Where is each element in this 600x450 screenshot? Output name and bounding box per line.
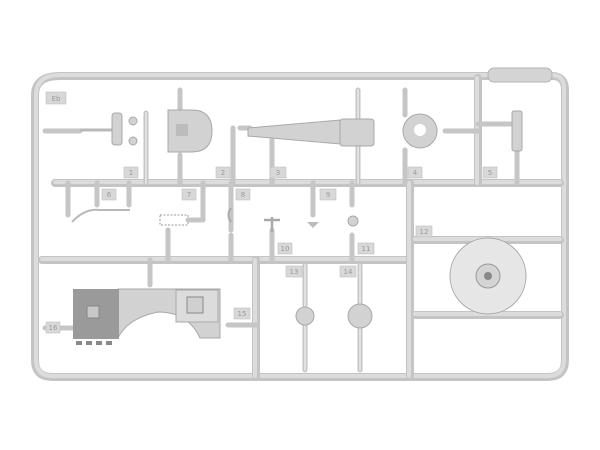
tag: 2 xyxy=(221,169,225,177)
tag: 10 xyxy=(281,245,290,253)
tag: 5 xyxy=(488,169,492,177)
tag: 14 xyxy=(344,268,353,276)
part-pin xyxy=(307,222,319,228)
tag: 9 xyxy=(326,191,330,199)
sprue-tab xyxy=(487,67,553,83)
gates xyxy=(42,87,520,373)
part-disc xyxy=(402,113,438,149)
tag: 15 xyxy=(238,310,247,318)
tag: 3 xyxy=(276,169,280,177)
parts xyxy=(71,109,527,345)
tag: 16 xyxy=(49,324,58,332)
tag: 7 xyxy=(187,191,191,199)
part-small-sphere xyxy=(295,306,315,326)
part-cylinder xyxy=(511,110,523,152)
part-wire xyxy=(71,208,130,223)
part-hook xyxy=(227,207,232,223)
part-grille-panel xyxy=(73,288,221,345)
tag: 11 xyxy=(362,245,371,253)
part-handle xyxy=(80,112,138,146)
part-nut xyxy=(347,215,359,227)
tag: 8 xyxy=(241,191,245,199)
part-number-tags: Eb 1 2 3 4 5 6 7 8 9 10 11 12 13 14 15 1… xyxy=(45,91,498,334)
part-valve xyxy=(264,217,280,232)
tag: 12 xyxy=(420,228,429,236)
part-large-sphere xyxy=(347,303,373,329)
part-dome xyxy=(449,237,527,315)
part-spring xyxy=(159,214,206,226)
tag: 6 xyxy=(107,191,112,199)
tag: 4 xyxy=(413,169,418,177)
part-barrel xyxy=(247,118,375,147)
sprue-letter: Eb xyxy=(52,95,61,103)
part-perforated-plate xyxy=(167,109,213,153)
tag: 1 xyxy=(129,169,133,177)
tag: 13 xyxy=(290,268,299,276)
